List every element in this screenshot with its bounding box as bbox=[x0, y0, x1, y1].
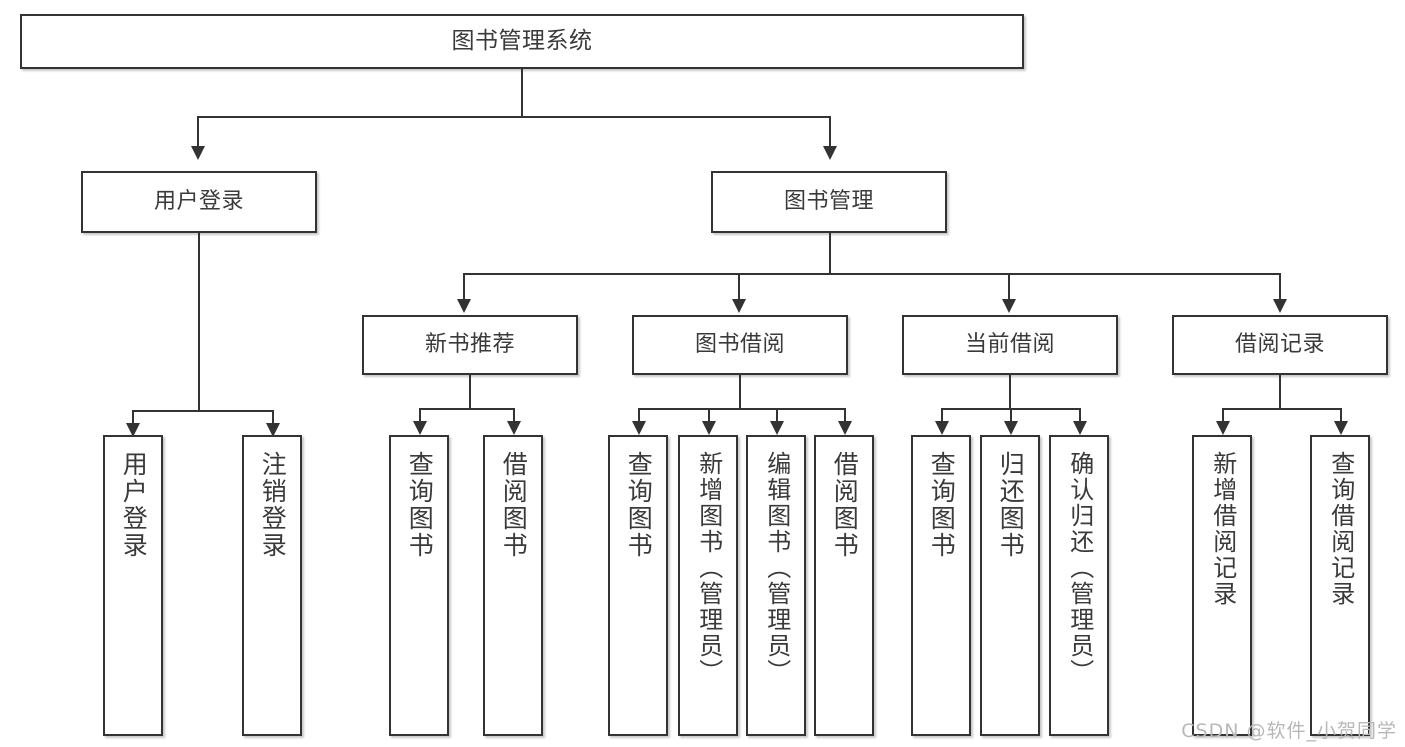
node-new-book-recommend-label: 新书推荐 bbox=[424, 331, 515, 357]
arrowhead-book-borrow bbox=[732, 299, 746, 313]
arrowhead-leaf-query-book-1 bbox=[413, 421, 427, 435]
connector-book-manage-stem bbox=[829, 233, 831, 273]
node-borrow-record-label: 借阅记录 bbox=[1234, 331, 1325, 357]
arrowhead-leaf-query-record bbox=[1334, 421, 1348, 435]
connector-cb-drop-2 bbox=[1010, 408, 1012, 423]
connector-bb-drop-2 bbox=[708, 408, 710, 423]
connector-br-stem bbox=[1279, 375, 1281, 408]
connector-to-current-borrow bbox=[1008, 273, 1010, 301]
node-book-manage[interactable]: 图书管理 bbox=[711, 171, 947, 233]
arrowhead-leaf-add-record bbox=[1216, 421, 1230, 435]
connector-bb-drop-3 bbox=[776, 408, 778, 423]
node-leaf-query-record[interactable]: 查询借阅记录 bbox=[1310, 435, 1370, 736]
node-book-manage-label: 图书管理 bbox=[783, 188, 874, 214]
node-leaf-user-login-label: 用户登录 bbox=[119, 451, 149, 559]
node-leaf-query-book-3[interactable]: 查询图书 bbox=[911, 435, 971, 736]
node-leaf-return-book[interactable]: 归还图书 bbox=[980, 435, 1040, 736]
node-book-borrow-label: 图书借阅 bbox=[694, 331, 785, 357]
arrowhead-leaf-query-book-2 bbox=[632, 421, 646, 435]
connector-to-book-borrow bbox=[738, 273, 740, 301]
connector-nbr-drop-1 bbox=[419, 408, 421, 423]
node-borrow-record[interactable]: 借阅记录 bbox=[1172, 315, 1388, 375]
connector-user-login-stem bbox=[198, 233, 200, 410]
connector-cb-drop-3 bbox=[1079, 408, 1081, 423]
node-leaf-add-record-label: 新增借阅记录 bbox=[1208, 451, 1237, 607]
node-leaf-query-book-1[interactable]: 查询图书 bbox=[389, 435, 449, 736]
arrowhead-leaf-user-login bbox=[126, 423, 140, 437]
arrowhead-leaf-borrow-book-1 bbox=[507, 421, 521, 435]
node-leaf-logout-label: 注销登录 bbox=[258, 451, 288, 559]
arrowhead-leaf-add-book bbox=[702, 421, 716, 435]
arrowhead-new-book-recommend bbox=[457, 299, 471, 313]
arrowhead-leaf-confirm-return bbox=[1073, 421, 1087, 435]
node-leaf-borrow-book-2-label: 借阅图书 bbox=[830, 451, 860, 559]
node-leaf-return-book-label: 归还图书 bbox=[996, 451, 1026, 559]
node-leaf-query-book-2[interactable]: 查询图书 bbox=[608, 435, 668, 736]
connector-root-stem bbox=[521, 69, 523, 116]
connector-bb-drop-1 bbox=[638, 408, 640, 423]
connector-user-login-drop-2 bbox=[272, 410, 274, 425]
node-leaf-user-login[interactable]: 用户登录 bbox=[103, 435, 163, 736]
connector-to-book-manage bbox=[829, 116, 831, 148]
node-leaf-confirm-return[interactable]: 确认归还（管理员） bbox=[1049, 435, 1109, 736]
node-book-borrow[interactable]: 图书借阅 bbox=[632, 315, 848, 375]
connector-to-new-book-recommend bbox=[463, 273, 465, 301]
node-root[interactable]: 图书管理系统 bbox=[20, 14, 1024, 69]
node-leaf-add-book[interactable]: 新增图书（管理员） bbox=[678, 435, 738, 736]
node-new-book-recommend[interactable]: 新书推荐 bbox=[362, 315, 578, 375]
node-leaf-edit-book[interactable]: 编辑图书（管理员） bbox=[746, 435, 806, 736]
node-leaf-query-book-3-label: 查询图书 bbox=[927, 451, 957, 559]
connector-bb-bus bbox=[638, 408, 844, 410]
connector-br-drop-2 bbox=[1340, 408, 1342, 423]
connector-user-login-drop-1 bbox=[132, 410, 134, 425]
watermark-text: CSDN @软件_小贺同学 bbox=[1181, 720, 1397, 742]
node-user-login-label: 用户登录 bbox=[153, 188, 244, 214]
node-leaf-logout[interactable]: 注销登录 bbox=[242, 435, 302, 736]
arrowhead-user-login bbox=[191, 146, 205, 160]
node-leaf-query-record-label: 查询借阅记录 bbox=[1326, 451, 1355, 607]
node-root-label: 图书管理系统 bbox=[451, 27, 593, 54]
connector-br-bus bbox=[1222, 408, 1341, 410]
node-leaf-edit-book-label: 编辑图书（管理员） bbox=[762, 451, 791, 685]
node-user-login[interactable]: 用户登录 bbox=[81, 171, 317, 233]
node-leaf-query-book-2-label: 查询图书 bbox=[624, 451, 654, 559]
connector-user-login-bus bbox=[132, 410, 273, 412]
connector-to-borrow-record bbox=[1279, 273, 1281, 301]
arrowhead-leaf-borrow-book-2 bbox=[838, 421, 852, 435]
connector-nbr-bus bbox=[419, 408, 514, 410]
connector-to-user-login bbox=[197, 116, 199, 148]
connector-bb-drop-4 bbox=[844, 408, 846, 423]
connector-cb-drop-1 bbox=[941, 408, 943, 423]
node-leaf-borrow-book-1-label: 借阅图书 bbox=[499, 451, 529, 559]
connector-br-drop-1 bbox=[1222, 408, 1224, 423]
arrowhead-book-manage bbox=[823, 146, 837, 160]
arrowhead-leaf-query-book-3 bbox=[935, 421, 949, 435]
connector-cb-stem bbox=[1009, 375, 1011, 408]
node-current-borrow-label: 当前借阅 bbox=[964, 331, 1055, 357]
node-leaf-borrow-book-1[interactable]: 借阅图书 bbox=[483, 435, 543, 736]
arrowhead-leaf-return-book bbox=[1004, 421, 1018, 435]
arrowhead-current-borrow bbox=[1002, 299, 1016, 313]
arrowhead-borrow-record bbox=[1273, 299, 1287, 313]
node-leaf-confirm-return-label: 确认归还（管理员） bbox=[1065, 451, 1094, 685]
node-leaf-add-book-label: 新增图书（管理员） bbox=[694, 451, 723, 685]
arrowhead-leaf-edit-book bbox=[770, 421, 784, 435]
connector-nbr-drop-2 bbox=[513, 408, 515, 423]
connector-nbr-stem bbox=[469, 375, 471, 408]
node-current-borrow[interactable]: 当前借阅 bbox=[902, 315, 1118, 375]
connector-level3-bus bbox=[463, 273, 1280, 275]
node-leaf-borrow-book-2[interactable]: 借阅图书 bbox=[814, 435, 874, 736]
arrowhead-leaf-logout bbox=[266, 423, 280, 437]
connector-bb-stem bbox=[739, 375, 741, 408]
node-leaf-add-record[interactable]: 新增借阅记录 bbox=[1192, 435, 1252, 736]
node-leaf-query-book-1-label: 查询图书 bbox=[405, 451, 435, 559]
connector-level2-bus bbox=[197, 116, 830, 118]
